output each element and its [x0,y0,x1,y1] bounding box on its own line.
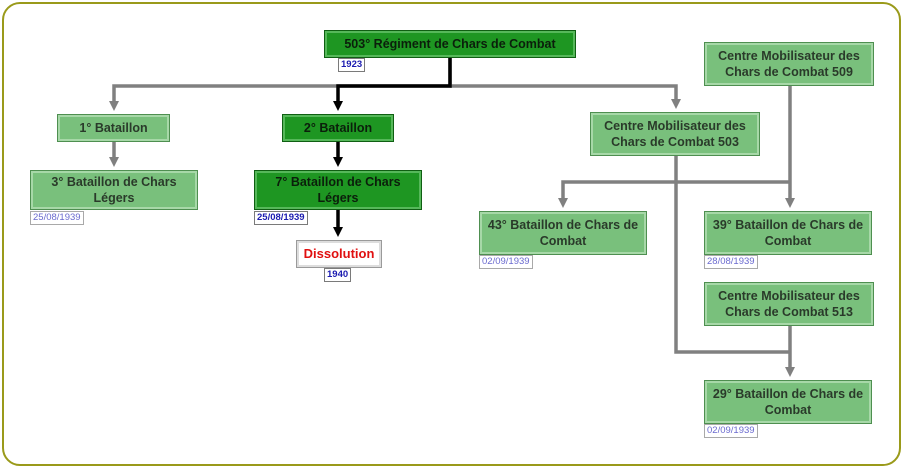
regiment-503-label: 503° Régiment de Chars de Combat [344,37,556,51]
bataillon-chars-combat-43-date: 02/09/1939 [479,255,533,269]
bataillon-chars-combat-39-box: 39° Bataillon de Chars de Combat [704,211,872,255]
bataillon-chars-combat-39-date: 28/08/1939 [704,255,758,269]
dissolution-date: 1940 [324,268,352,282]
centre-mobilisateur-503-label: Centre Mobilisateur des Chars de Combat … [604,119,746,149]
bataillon-chars-combat-29-date: 02/09/1939 [704,424,758,438]
regiment-503-date: 1923 [338,58,366,72]
link-root-to-bat2 [333,58,452,111]
bataillon-chars-combat-43-box: 43° Bataillon de Chars de Combat [479,211,647,255]
link-root-to-cm503 [450,84,681,109]
bataillon-1-label: 1° Bataillon [79,121,148,135]
bataillon-chars-combat-29-label: 29° Bataillon de Chars de Combat [712,387,864,417]
centre-mobilisateur-503-box: Centre Mobilisateur des Chars de Combat … [590,112,760,156]
centre-mobilisateur-509-box: Centre Mobilisateur des Chars de Combat … [704,42,874,86]
centre-mobilisateur-513-label: Centre Mobilisateur des Chars de Combat … [718,289,860,319]
bataillon-1-box: 1° Bataillon [57,114,170,142]
dissolution-label: Dissolution [303,246,375,261]
link-cm509-to-bcc43 [558,180,790,208]
bataillon-chars-legers-7-date: 25/08/1939 [254,211,308,225]
bataillon-chars-combat-29-box: 29° Bataillon de Chars de Combat [704,380,872,424]
bataillon-chars-combat-39-label: 39° Bataillon de Chars de Combat [712,218,864,248]
bataillon-2-box: 2° Bataillon [282,114,394,142]
bataillon-chars-legers-7-box: 7° Bataillon de Chars Légers [254,170,422,210]
centre-mobilisateur-509-label: Centre Mobilisateur des Chars de Combat … [718,49,860,79]
link-cm503-to-bcc29 [674,156,790,354]
bataillon-chars-legers-3-box: 3° Bataillon de Chars Légers [30,170,198,210]
link-root-to-bat1 [109,58,452,111]
bataillon-chars-combat-43-label: 43° Bataillon de Chars de Combat [487,218,639,248]
bataillon-chars-legers-3-date: 25/08/1939 [30,211,84,225]
bataillon-2-label: 2° Bataillon [303,121,373,135]
regiment-503-box: 503° Régiment de Chars de Combat [324,30,576,58]
bataillon-chars-legers-3-label: 3° Bataillon de Chars Légers [51,175,177,205]
centre-mobilisateur-513-box: Centre Mobilisateur des Chars de Combat … [704,282,874,326]
dissolution-box: Dissolution [296,240,382,268]
bataillon-chars-legers-7-label: 7° Bataillon de Chars Légers [275,175,401,205]
